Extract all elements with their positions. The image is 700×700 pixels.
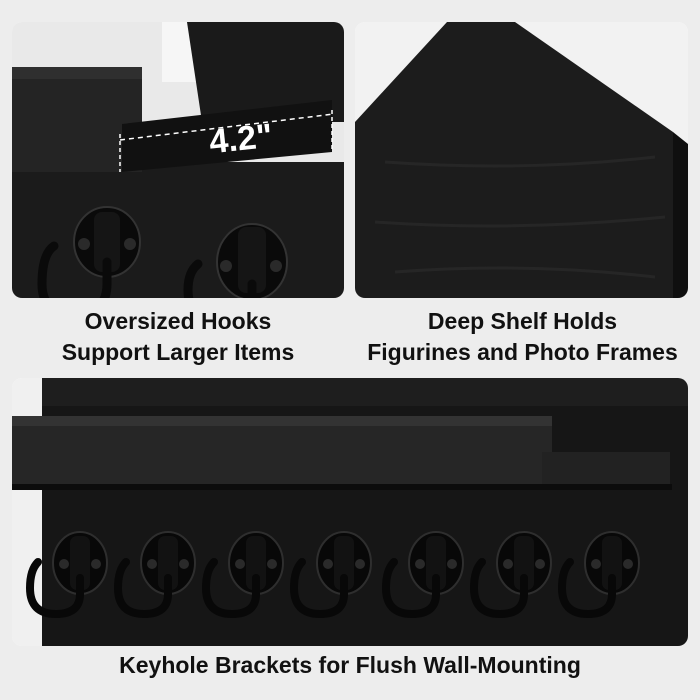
- caption-keyhole-brackets: Keyhole Brackets for Flush Wall-Mounting: [0, 650, 700, 681]
- caption-line: Keyhole Brackets for Flush Wall-Mounting: [119, 652, 581, 678]
- dimension-callout: 4.2": [207, 117, 274, 161]
- caption-deep-shelf: Deep Shelf Holds Figurines and Photo Fra…: [345, 306, 700, 368]
- caption-line: Support Larger Items: [61, 339, 295, 365]
- caption-oversized-hooks: Oversized Hooks Support Larger Items: [12, 306, 344, 368]
- hook-icon: [557, 531, 640, 619]
- caption-line: Deep Shelf Holds: [427, 308, 618, 334]
- photo-shelf-board: [355, 22, 688, 298]
- hook-icon: [289, 531, 372, 619]
- hook-icon: [37, 206, 141, 298]
- hook-icon: [113, 531, 196, 619]
- caption-line: Figurines and Photo Frames: [367, 339, 678, 365]
- photo-full-rack: [12, 378, 688, 646]
- photo-shelf-closeup: 4.2": [12, 22, 344, 298]
- hook-icon: [25, 531, 108, 619]
- hook-icon: [469, 531, 552, 619]
- caption-line: Oversized Hooks: [84, 308, 272, 334]
- hook-icon: [201, 531, 284, 619]
- hook-icon: [381, 531, 464, 619]
- hook-icon: [183, 223, 288, 298]
